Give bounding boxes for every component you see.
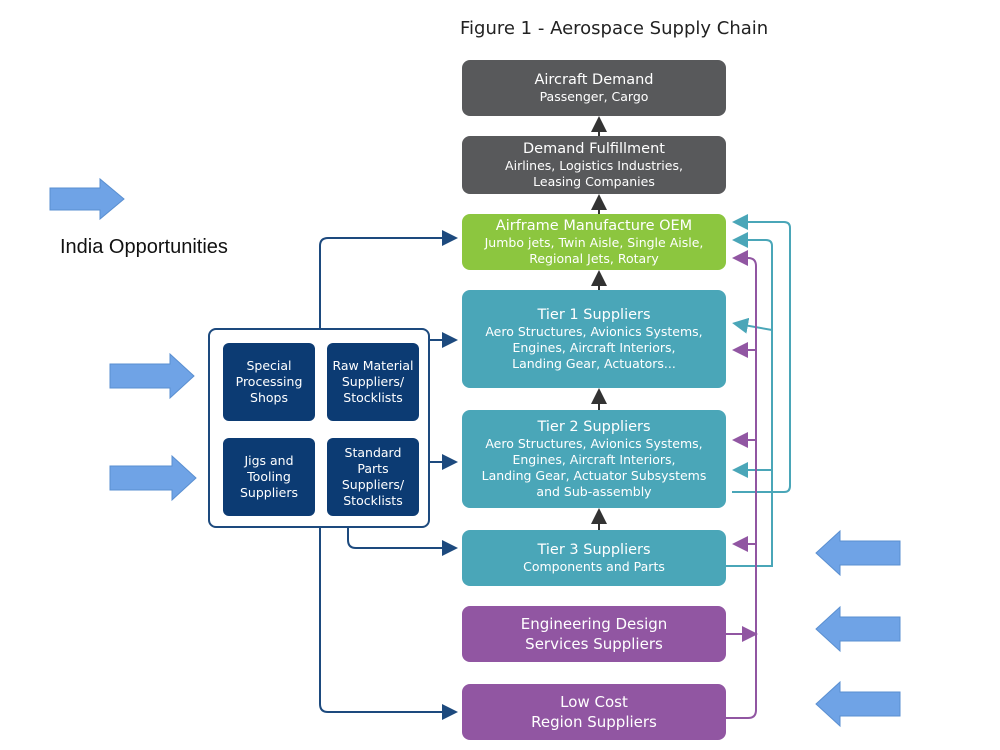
india-opportunities-label: India Opportunities (60, 236, 228, 258)
connector-group-to-low-cost (319, 528, 458, 720)
tier2-title: Tier 2 Suppliers (537, 419, 651, 435)
tier1-title: Tier 1 Suppliers (537, 307, 651, 323)
standard-parts-box: Standard Parts Suppliers/ Stocklists (327, 438, 419, 516)
block-arrow-group-upper (109, 352, 195, 400)
block-arrow-india (49, 177, 125, 221)
connector-group-to-tier3 (347, 528, 458, 556)
engineering-design-title: Engineering Design Services Suppliers (520, 615, 668, 653)
jigs-tooling-box: Jigs and Tooling Suppliers (223, 438, 315, 516)
tier3-subtitle: Components and Parts (523, 559, 665, 574)
block-arrow-group-lower (109, 454, 197, 502)
demand-fulfillment-subtitle: Airlines, Logistics Industries, Leasing … (505, 158, 683, 189)
demand-fulfillment-box: Demand Fulfillment Airlines, Logistics I… (462, 136, 726, 194)
airframe-oem-box: Airframe Manufacture OEM Jumbo jets, Twi… (462, 214, 726, 270)
special-processing-box: Special Processing Shops (223, 343, 315, 421)
low-cost-region-box: Low Cost Region Suppliers (462, 684, 726, 740)
tier2-box: Tier 2 Suppliers Aero Structures, Avioni… (462, 410, 726, 508)
teal-tier3-to-oem (726, 232, 773, 567)
tier3-title: Tier 3 Suppliers (537, 542, 651, 558)
block-arrow-engineering (815, 605, 901, 653)
block-arrow-low-cost (815, 680, 901, 728)
raw-material-box: Raw Material Suppliers/ Stocklists (327, 343, 419, 421)
tier2-subtitle: Aero Structures, Avionics Systems, Engin… (481, 436, 707, 499)
aircraft-demand-title: Aircraft Demand (534, 72, 654, 88)
airframe-oem-subtitle: Jumbo jets, Twin Aisle, Single Aisle, Re… (484, 235, 704, 266)
demand-fulfillment-title: Demand Fulfillment (523, 141, 665, 157)
supporting-suppliers-group: Special Processing Shops Raw Material Su… (208, 328, 430, 528)
connector-group-to-oem (319, 230, 458, 328)
teal-tier2-to-oem (732, 214, 791, 493)
purple-low-cost-up (726, 250, 757, 719)
block-arrow-tier3 (815, 529, 901, 577)
tier1-subtitle: Aero Structures, Avionics Systems, Engin… (485, 324, 703, 371)
aircraft-demand-subtitle: Passenger, Cargo (539, 89, 649, 104)
low-cost-region-title: Low Cost Region Suppliers (531, 693, 657, 731)
tier3-box: Tier 3 Suppliers Components and Parts (462, 530, 726, 586)
aircraft-demand-box: Aircraft Demand Passenger, Cargo (462, 60, 726, 116)
tier1-box: Tier 1 Suppliers Aero Structures, Avioni… (462, 290, 726, 388)
figure-title: Figure 1 - Aerospace Supply Chain (460, 18, 769, 39)
airframe-oem-title: Airframe Manufacture OEM (495, 218, 693, 234)
engineering-design-box: Engineering Design Services Suppliers (462, 606, 726, 662)
